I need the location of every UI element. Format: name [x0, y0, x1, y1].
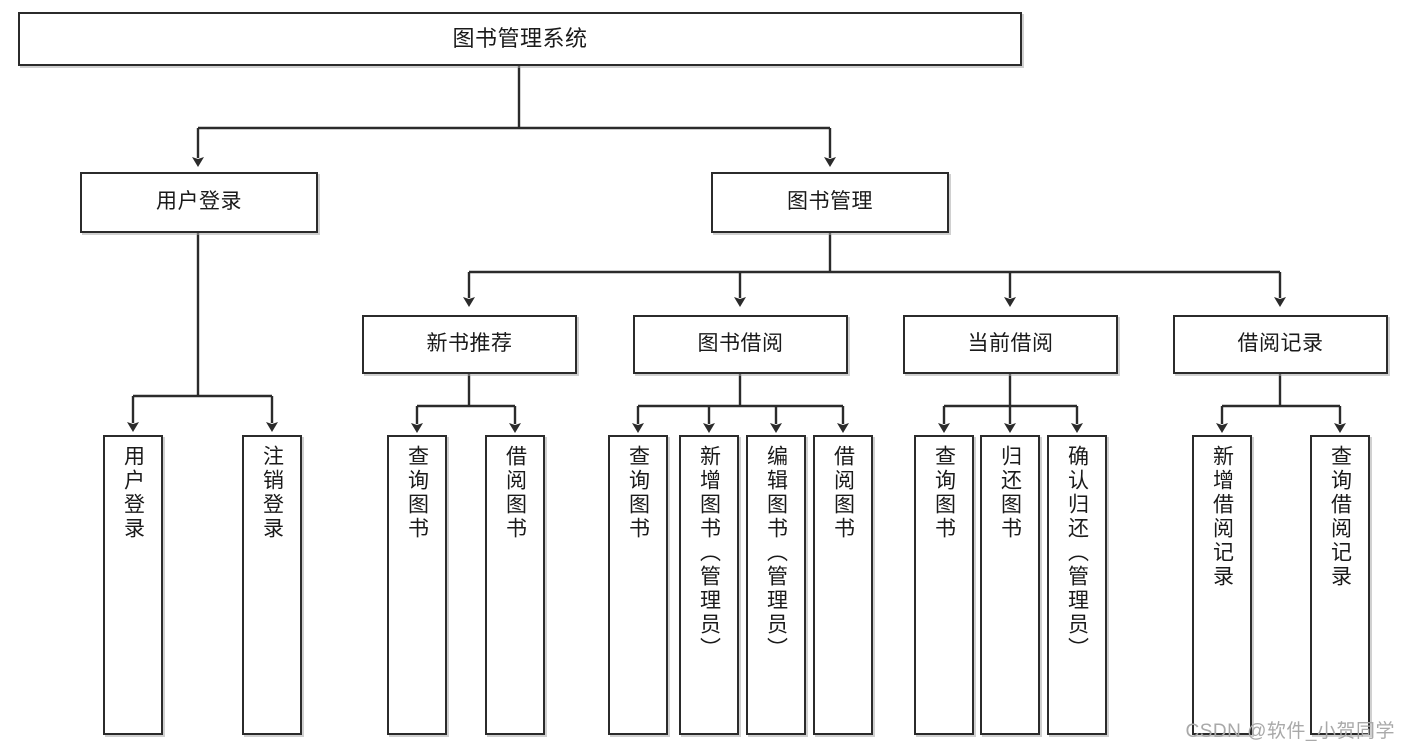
node-leaf-query-book-current[interactable]: 查询图书: [914, 435, 974, 735]
node-current-borrow[interactable]: 当前借阅: [903, 315, 1118, 374]
node-leaf-add-book-admin[interactable]: 新增图书（管理员）: [679, 435, 739, 735]
node-label: 新增图书（管理员）: [697, 445, 721, 661]
node-label: 新增借阅记录: [1210, 445, 1234, 589]
node-leaf-borrow-book-recommend[interactable]: 借阅图书: [485, 435, 545, 735]
node-label: 新书推荐: [426, 332, 513, 356]
node-root-system[interactable]: 图书管理系统: [18, 12, 1022, 66]
node-leaf-confirm-return-admin[interactable]: 确认归还（管理员）: [1047, 435, 1107, 735]
node-label: 当前借阅: [967, 332, 1054, 356]
node-label: 查询图书: [405, 445, 429, 541]
node-leaf-borrow-book[interactable]: 借阅图书: [813, 435, 873, 735]
node-label: 编辑图书（管理员）: [764, 445, 788, 661]
node-label: 查询借阅记录: [1328, 445, 1352, 589]
node-label: 用户登录: [121, 445, 145, 541]
node-label: 借阅图书: [831, 445, 855, 541]
node-label: 查询图书: [932, 445, 956, 541]
node-label: 图书借阅: [697, 332, 784, 356]
node-borrow-record[interactable]: 借阅记录: [1173, 315, 1388, 374]
node-label: 注销登录: [260, 445, 284, 541]
node-label: 确认归还（管理员）: [1065, 445, 1089, 661]
node-new-book-recommend[interactable]: 新书推荐: [362, 315, 577, 374]
node-book-borrow[interactable]: 图书借阅: [633, 315, 848, 374]
node-label: 归还图书: [998, 445, 1022, 541]
node-label: 借阅图书: [503, 445, 527, 541]
node-leaf-user-login[interactable]: 用户登录: [103, 435, 163, 735]
node-label: 借阅记录: [1237, 332, 1324, 356]
node-leaf-query-book[interactable]: 查询图书: [608, 435, 668, 735]
node-user-login[interactable]: 用户登录: [80, 172, 318, 233]
node-leaf-query-book-recommend[interactable]: 查询图书: [387, 435, 447, 735]
node-leaf-return-book[interactable]: 归还图书: [980, 435, 1040, 735]
node-leaf-add-borrow-record[interactable]: 新增借阅记录: [1192, 435, 1252, 735]
node-leaf-edit-book-admin[interactable]: 编辑图书（管理员）: [746, 435, 806, 735]
node-label: 图书管理: [787, 190, 873, 214]
node-label: 查询图书: [626, 445, 650, 541]
node-leaf-logout[interactable]: 注销登录: [242, 435, 302, 735]
node-leaf-query-borrow-record[interactable]: 查询借阅记录: [1310, 435, 1370, 735]
node-label: 图书管理系统: [452, 26, 588, 52]
node-book-management[interactable]: 图书管理: [711, 172, 949, 233]
node-label: 用户登录: [156, 190, 242, 214]
